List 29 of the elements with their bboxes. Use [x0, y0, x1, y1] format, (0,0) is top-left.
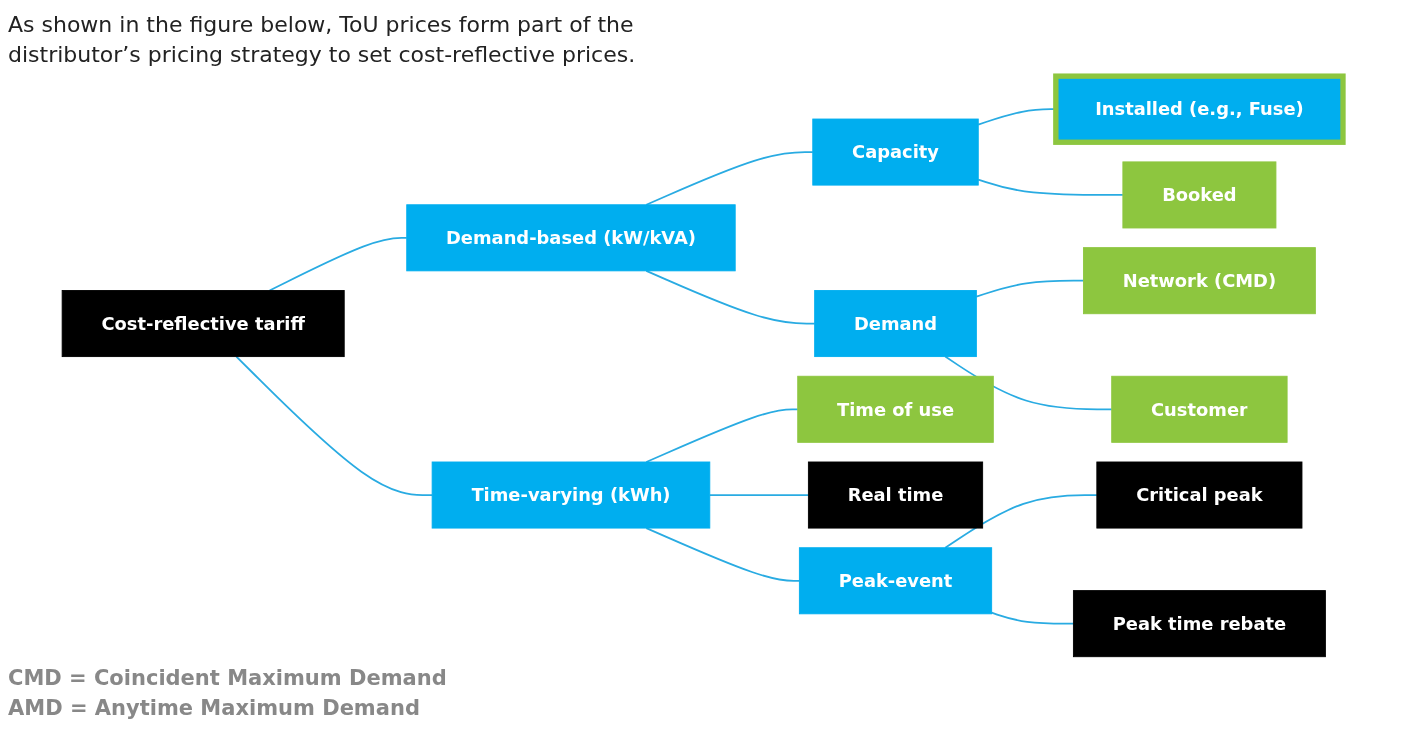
node-box: [1111, 376, 1288, 444]
node-box: [1072, 590, 1326, 658]
connector: [645, 408, 799, 464]
node-box: [1082, 247, 1316, 315]
node-box: [61, 290, 345, 358]
connector: [645, 527, 801, 583]
abbreviation-note: AMD = Anytime Maximum Demand: [8, 694, 421, 722]
node-box: [1053, 73, 1346, 146]
connector: [708, 494, 810, 497]
node-box: [798, 547, 993, 615]
intro-text: As shown in the figure below, ToU prices form part of the distributor’s pricing strategy to set cost-reflective prices.: [8, 11, 637, 69]
node-box: [807, 461, 984, 529]
node-box: [812, 118, 979, 186]
connector: [944, 494, 1098, 549]
tariff-tree-diagram: Cost-reflective tariff Demand-based (kW/kVA) Time-varying (kWh) Capacity Demand Time of use Real time Peak-event Installed (e.g., Fuse) Booked Network (CMD) Customer Critical peak Peak time rebate: [54, 69, 1351, 665]
connector: [977, 179, 1124, 197]
node-box: [797, 376, 994, 444]
node-box: [814, 290, 977, 358]
abbreviation-note: CMD = Coincident Maximum Demand: [8, 665, 448, 693]
node-box: [1122, 161, 1277, 229]
connector: [990, 612, 1075, 625]
connector: [975, 280, 1085, 298]
connector: [645, 151, 814, 207]
node-box: [406, 204, 736, 272]
connector: [944, 356, 1113, 411]
node-box: [1096, 461, 1303, 529]
node-box: [431, 461, 711, 529]
connector: [268, 237, 408, 292]
connector: [235, 356, 433, 497]
